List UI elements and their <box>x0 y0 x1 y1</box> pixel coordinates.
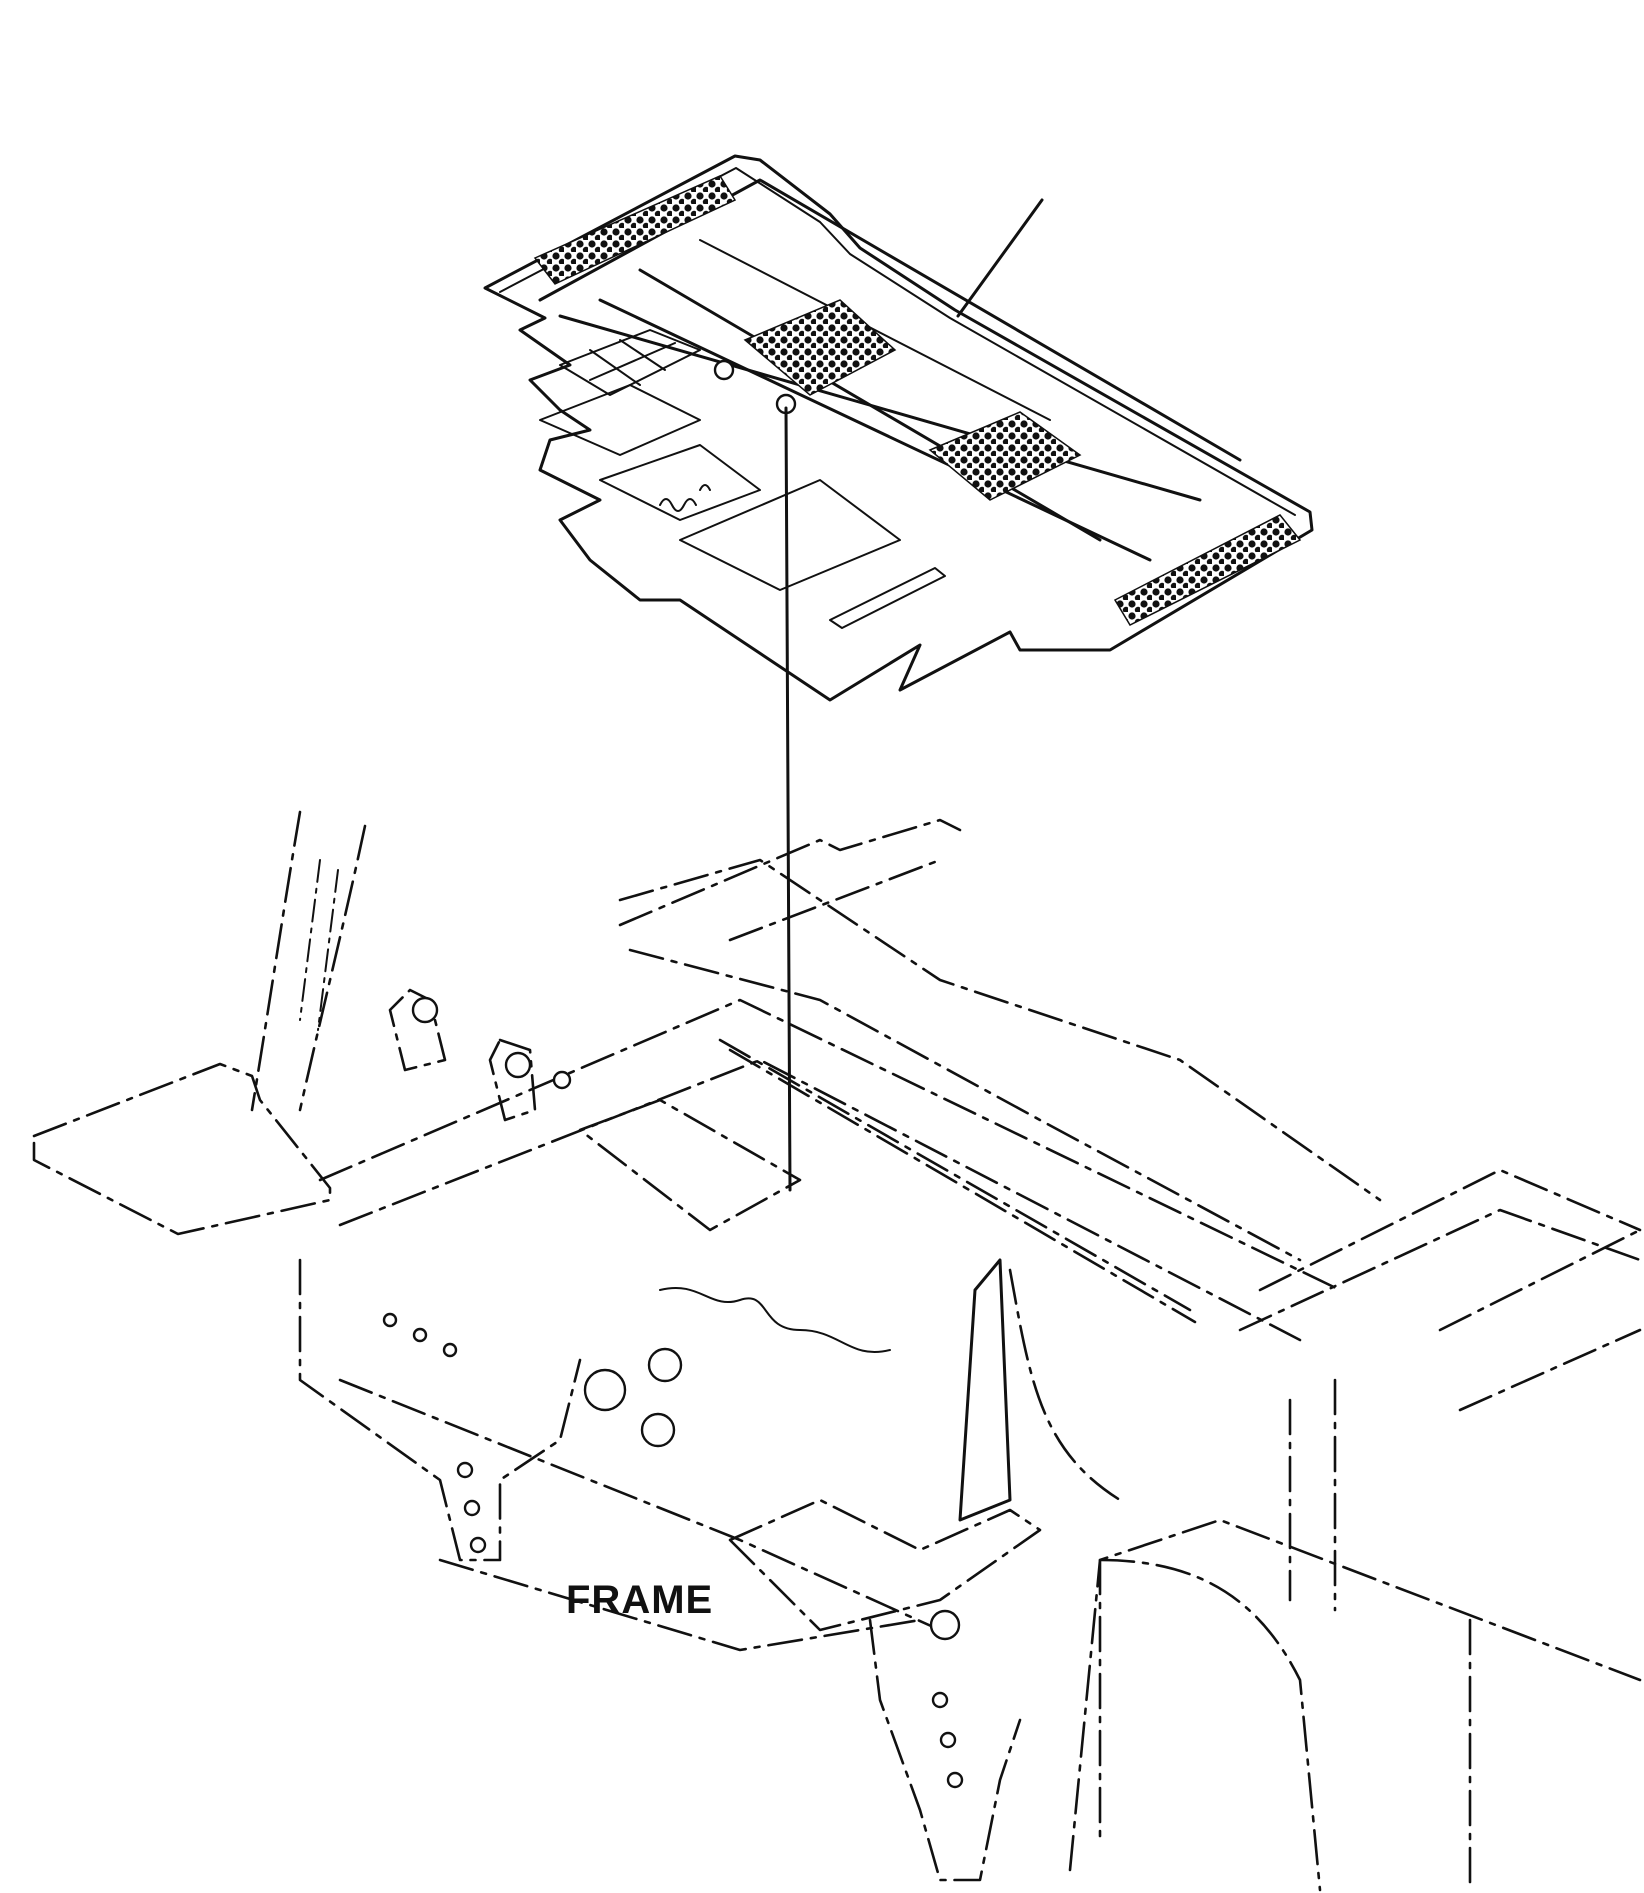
alignment-line <box>784 406 792 1192</box>
frame-hole-10 <box>469 1536 487 1554</box>
frame-center-step <box>728 1498 1042 1632</box>
floor-mat <box>483 154 1314 702</box>
frame-hole-3 <box>552 1070 572 1090</box>
grip-patch-1 <box>533 175 737 285</box>
frame-front-rail <box>318 998 1342 1292</box>
callout-leader <box>956 198 1044 318</box>
frame-side-member <box>618 858 1382 1202</box>
frame-floor-plate <box>578 1098 802 1232</box>
floor-mat-tab-3 <box>599 444 761 521</box>
floor-mat-rib-4 <box>638 268 1102 542</box>
frame-hole-9 <box>463 1499 481 1517</box>
bracket-hole-1 <box>411 996 439 1024</box>
frame-side-member-lower <box>628 948 1302 1262</box>
bracket-hole-2 <box>504 1051 532 1079</box>
frame-center-post <box>958 1258 1012 1522</box>
mount-hole-1 <box>713 359 735 381</box>
frame-wiring <box>659 1287 891 1353</box>
frame-label: FRAME <box>566 1578 714 1622</box>
grip-patch-4 <box>1113 514 1302 626</box>
frame-hole-6 <box>640 1412 676 1448</box>
frame-front-rail-lower <box>338 1058 1302 1342</box>
floor-mat-slot <box>829 567 946 629</box>
grip-patch-3 <box>928 411 1082 501</box>
frame-hinge-2 <box>488 1038 537 1122</box>
frame-hole-5 <box>647 1347 683 1383</box>
frame-front-left-bracket <box>298 1258 582 1562</box>
floor-mat-outline <box>483 154 1314 702</box>
frame-right-box <box>1068 1518 1642 1892</box>
grip-patch-2 <box>743 299 897 396</box>
frame-hole-13 <box>946 1771 964 1789</box>
floor-mat-tab-grid <box>559 329 701 396</box>
cab-frame <box>32 810 1642 1892</box>
floor-mat-tab-2 <box>539 384 701 456</box>
frame-front-right-bracket <box>868 1618 1022 1882</box>
frame-hole-8 <box>456 1461 474 1479</box>
floor-mat-rib-1 <box>538 178 1242 462</box>
frame-left-step <box>32 1062 332 1236</box>
frame-hole-4 <box>583 1368 627 1412</box>
frame-hole-11 <box>931 1691 949 1709</box>
frame-hole-15 <box>412 1327 428 1343</box>
frame-hole-16 <box>442 1342 458 1358</box>
frame-hole-14 <box>382 1312 398 1328</box>
frame-hole-12 <box>939 1731 957 1749</box>
frame-bottom-rail <box>338 1378 942 1652</box>
floor-mat-tab-4 <box>679 479 901 591</box>
frame-right-box-arc <box>1098 1558 1322 1892</box>
frame-right-block <box>1238 1168 1642 1332</box>
frame-top-member <box>618 818 962 942</box>
floor-mat-text-mark <box>659 484 711 512</box>
floor-mat-rib-5 <box>699 239 1051 421</box>
frame-left-pillar-inner <box>299 859 339 1031</box>
frame-right-wall <box>1288 1328 1642 1612</box>
frame-center-post-arc <box>1008 1268 1122 1502</box>
frame-hole-7 <box>929 1609 961 1641</box>
frame-left-pillar <box>250 810 367 1112</box>
frame-slot <box>718 1038 1197 1324</box>
